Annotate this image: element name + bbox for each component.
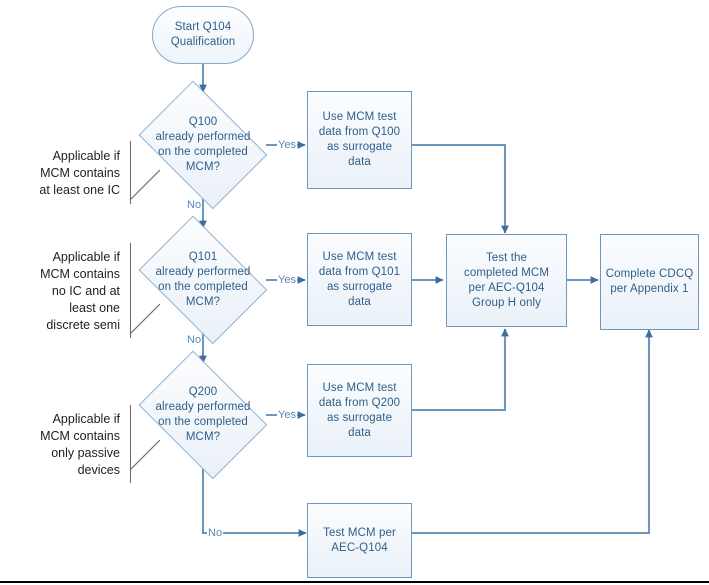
node-q100-surrogate-label: Use MCM test data from Q100 as surrogate…	[318, 111, 401, 168]
edge-testmcmfull-to-cdcq	[412, 329, 653, 535]
node-q100-surrogate[interactable]: Use MCM test data from Q100 as surrogate…	[307, 91, 412, 189]
annotation-passive: Applicable if MCM contains only passive …	[40, 412, 120, 477]
edge-q200surrogate-to-testmcm	[412, 328, 509, 412]
node-complete-cdcq-label: Complete CDCQ per Appendix 1	[605, 268, 694, 295]
edge-q200-no	[201, 468, 307, 537]
node-test-mcm-full-label: Test MCM per AEC-Q104	[323, 526, 396, 554]
node-complete-cdcq[interactable]: Complete CDCQ per Appendix 1	[600, 234, 699, 330]
annotation-rule-passive	[130, 405, 131, 483]
node-q200-decision-label: Q200 already performed on the completed …	[155, 386, 251, 443]
node-q101-decision-label: Q101 already performed on the completed …	[155, 251, 251, 308]
annotation-discrete: Applicable if MCM contains no IC and at …	[40, 250, 120, 332]
annotation-rule-ic	[130, 141, 131, 204]
node-q200-surrogate-label: Use MCM test data from Q200 as surrogate…	[318, 381, 401, 439]
edge-label-q200-no: No	[207, 527, 224, 539]
page-bottom-rule	[0, 581, 709, 583]
node-q101-surrogate[interactable]: Use MCM test data from Q101 as surrogate…	[307, 233, 412, 326]
node-start[interactable]: Start Q104 Qualification	[152, 6, 254, 64]
node-test-mcm-full[interactable]: Test MCM per AEC-Q104	[307, 503, 412, 578]
edge-label-q100-yes: Yes	[277, 139, 297, 151]
edge-label-q101-no: No	[186, 334, 203, 346]
edge-label-q101-yes: Yes	[277, 274, 297, 286]
node-q101-decision[interactable]: Q101 already performed on the completed …	[130, 215, 276, 345]
node-start-label: Start Q104 Qualification	[170, 21, 236, 48]
node-q200-decision[interactable]: Q200 already performed on the completed …	[130, 350, 276, 480]
node-q200-surrogate[interactable]: Use MCM test data from Q200 as surrogate…	[307, 364, 412, 457]
edge-q100surrogate-to-testmcm	[412, 143, 509, 234]
node-test-completed-mcm[interactable]: Test the completed MCM per AEC-Q104 Grou…	[446, 234, 567, 327]
node-q101-surrogate-label: Use MCM test data from Q101 as surrogate…	[318, 250, 401, 308]
edge-label-q200-yes: Yes	[277, 409, 297, 421]
node-test-completed-mcm-label: Test the completed MCM per AEC-Q104 Grou…	[463, 251, 550, 309]
annotation-rule-discrete	[130, 243, 131, 338]
edge-label-q100-no: No	[186, 199, 203, 211]
node-q100-decision-label: Q100 already performed on the completed …	[155, 116, 251, 173]
node-q100-decision[interactable]: Q100 already performed on the completed …	[130, 80, 276, 210]
annotation-ic: Applicable if MCM contains at least one …	[39, 149, 120, 197]
